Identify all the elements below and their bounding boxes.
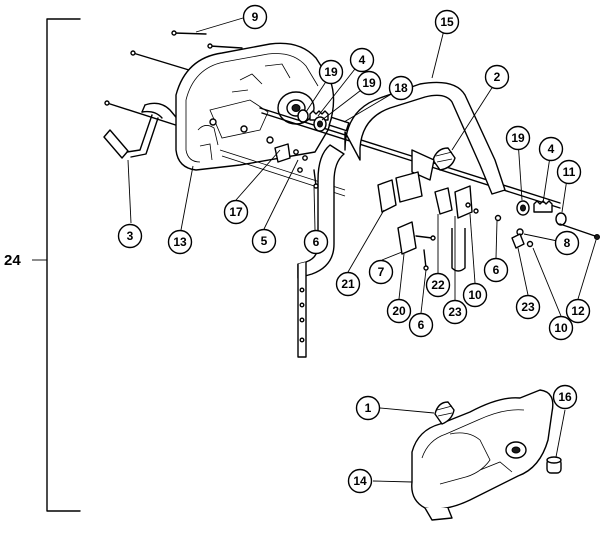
svg-text:6: 6 <box>418 318 425 332</box>
assembly-label: 24 <box>4 252 21 269</box>
callout-19: 19 <box>356 70 382 96</box>
assembly-bracket: 24 <box>4 18 81 512</box>
callout-3: 3 <box>117 223 143 249</box>
svg-text:6: 6 <box>493 263 500 277</box>
callout-19: 19 <box>318 59 344 85</box>
callout-4: 4 <box>538 136 564 162</box>
svg-text:11: 11 <box>563 165 576 179</box>
crank-handle <box>103 102 181 159</box>
small-parts-lower <box>434 401 562 474</box>
callout-11: 11 <box>556 159 582 185</box>
center-brackets <box>377 171 473 271</box>
svg-text:9: 9 <box>252 10 259 24</box>
svg-text:6: 6 <box>313 235 320 249</box>
callout-10: 10 <box>548 315 574 341</box>
svg-text:5: 5 <box>261 234 268 248</box>
svg-text:12: 12 <box>571 304 585 318</box>
svg-text:20: 20 <box>392 304 406 318</box>
svg-text:7: 7 <box>378 265 385 279</box>
callout-6: 6 <box>483 257 509 283</box>
svg-text:2: 2 <box>494 70 501 84</box>
svg-text:4: 4 <box>359 53 366 67</box>
callout-8: 8 <box>554 230 580 256</box>
callout-2: 2 <box>484 64 510 90</box>
callout-6: 6 <box>408 312 434 338</box>
leader-lines <box>127 17 597 483</box>
callout-9: 9 <box>242 4 268 30</box>
svg-text:19: 19 <box>511 131 525 145</box>
svg-text:16: 16 <box>558 390 572 404</box>
callout-22: 22 <box>425 272 451 298</box>
callout-21: 21 <box>335 271 361 297</box>
callouts: 9 15 4 19 19 18 2 19 4 11 3 13 17 5 6 21… <box>117 4 591 494</box>
svg-text:17: 17 <box>229 205 243 219</box>
callout-16: 16 <box>552 384 578 410</box>
callout-18: 18 <box>388 75 414 101</box>
svg-text:4: 4 <box>548 142 555 156</box>
callout-10: 10 <box>462 282 488 308</box>
callout-20: 20 <box>386 298 412 324</box>
callout-6: 6 <box>303 229 329 255</box>
svg-text:22: 22 <box>431 278 445 292</box>
svg-text:14: 14 <box>353 474 367 488</box>
callout-12: 12 <box>565 298 591 324</box>
svg-text:18: 18 <box>394 81 408 95</box>
svg-text:23: 23 <box>521 300 535 314</box>
left-fasteners <box>274 143 319 189</box>
svg-text:1: 1 <box>365 401 372 415</box>
callout-15: 15 <box>434 9 460 35</box>
svg-text:19: 19 <box>362 76 376 90</box>
svg-text:3: 3 <box>127 229 134 243</box>
upper-washer-group <box>297 109 350 132</box>
svg-text:13: 13 <box>173 235 187 249</box>
svg-text:15: 15 <box>440 15 454 29</box>
svg-text:8: 8 <box>564 236 571 250</box>
callout-13: 13 <box>167 229 193 255</box>
lower-housing <box>411 389 554 521</box>
callout-14: 14 <box>347 468 373 494</box>
callout-7: 7 <box>368 259 394 285</box>
right-hardware <box>465 200 600 249</box>
svg-text:19: 19 <box>324 65 338 79</box>
svg-text:23: 23 <box>448 305 462 319</box>
callout-19: 19 <box>505 125 531 151</box>
callout-17: 17 <box>223 199 249 225</box>
callout-4: 4 <box>349 47 375 73</box>
svg-text:21: 21 <box>341 277 355 291</box>
svg-text:10: 10 <box>468 288 482 302</box>
u-handle <box>297 81 506 358</box>
callout-5: 5 <box>251 228 277 254</box>
callout-23: 23 <box>442 299 468 325</box>
callout-23: 23 <box>515 294 541 320</box>
callout-1: 1 <box>355 395 381 421</box>
svg-text:10: 10 <box>554 321 568 335</box>
